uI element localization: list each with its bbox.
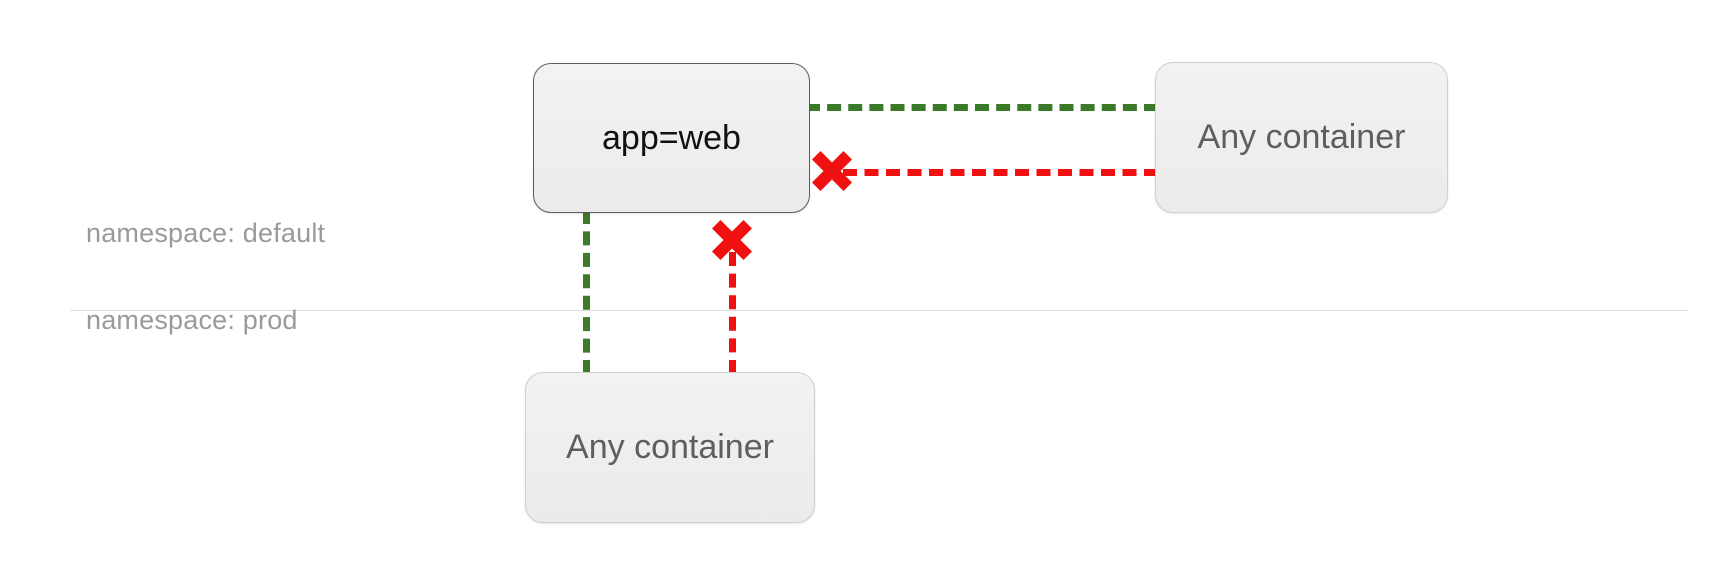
node-selector-app-web[interactable]: app=web (533, 63, 810, 213)
edge-allow-horizontal (806, 104, 1158, 111)
edge-deny-vertical (729, 252, 736, 374)
deny-x-icon-vertical (709, 217, 755, 263)
node-peer-default-label: Any container (1197, 118, 1406, 156)
node-peer-prod-label: Any container (566, 428, 774, 466)
edge-allow-vertical (583, 210, 590, 374)
edge-deny-horizontal (843, 169, 1158, 176)
node-peer-default-any-container[interactable]: Any container (1155, 62, 1448, 213)
namespace-label-prod: namespace: prod (86, 305, 298, 335)
node-selector-label: app=web (602, 118, 741, 157)
deny-x-icon-horizontal (809, 148, 855, 194)
namespace-divider (70, 310, 1688, 311)
node-peer-prod-any-container[interactable]: Any container (525, 372, 815, 523)
namespace-label-default: namespace: default (86, 218, 326, 248)
